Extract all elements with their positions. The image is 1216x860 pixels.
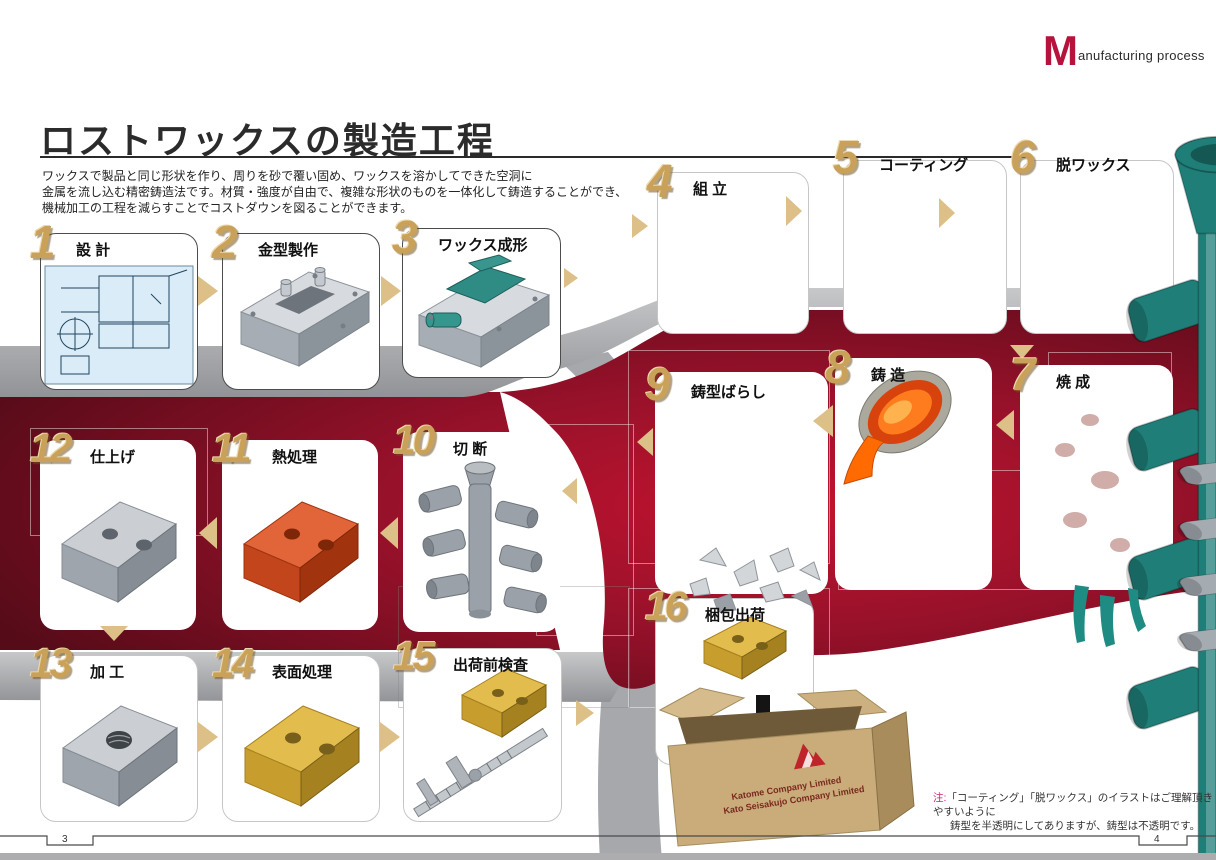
step-card-finishing xyxy=(40,440,196,630)
step-card-assembly xyxy=(657,172,809,334)
arrow-down-icon xyxy=(1010,345,1034,359)
step-number-2: 2 xyxy=(212,216,238,268)
arrow-right-icon xyxy=(380,722,400,752)
step-number-6: 6 xyxy=(1010,131,1036,183)
arrow-down-icon xyxy=(100,626,128,641)
intro-text: ワックスで製品と同じ形状を作り、周りを砂で覆い固め、ワックスを溶かしてできた空洞… xyxy=(42,168,627,216)
step-label-10: 切 断 xyxy=(453,441,488,458)
arrow-left-icon xyxy=(637,428,653,456)
arrow-right-icon xyxy=(381,276,401,306)
cut-parts-illustration xyxy=(418,461,547,619)
step-number-11: 11 xyxy=(212,425,252,471)
step-label-14: 表面処理 xyxy=(272,664,333,681)
metal-mold-illustration xyxy=(239,267,371,367)
crucible-icon xyxy=(858,370,952,454)
arrow-left-icon xyxy=(813,405,833,437)
footnote-line-2: 鋳型を半透明にしてありますが、鋳型は不透明です。 xyxy=(950,820,1201,832)
step-label-6: 脱ワックス xyxy=(1056,157,1131,174)
step-card-surface-treatment xyxy=(222,655,380,822)
step-number-9: 9 xyxy=(645,358,671,410)
step-label-3: ワックス成形 xyxy=(438,237,528,254)
packed-part-illustration xyxy=(702,616,788,739)
title-rule xyxy=(40,156,1030,158)
step-number-8: 8 xyxy=(825,341,851,393)
step-label-11: 熱処理 xyxy=(272,449,318,466)
step-card-design xyxy=(40,233,198,390)
step-number-12: 12 xyxy=(30,425,73,471)
fired-mottling xyxy=(1055,414,1130,552)
step-number-16: 16 xyxy=(645,583,688,629)
step-number-7: 7 xyxy=(1010,348,1036,400)
step-number-13: 13 xyxy=(30,640,73,686)
logo-initial: M xyxy=(1043,27,1078,74)
step-card-mold-making xyxy=(222,233,380,390)
shipping-box-icon: Katome Company Limited Kato Seisakujo Co… xyxy=(658,687,915,847)
page-title: ロストワックスの製造工程 xyxy=(40,120,495,161)
arrow-left-icon xyxy=(380,517,398,549)
step-number-1: 1 xyxy=(30,216,56,268)
step-card-cutting xyxy=(403,432,560,632)
step-card-inspection xyxy=(403,648,562,822)
blueprint-illustration xyxy=(44,265,194,385)
right-page-number: 4 xyxy=(1154,834,1160,845)
arrow-right-icon xyxy=(786,196,802,226)
step-label-15: 出荷前検査 xyxy=(453,657,529,674)
arrow-left-icon xyxy=(562,478,577,504)
intro-line-1: ワックスで製品と同じ形状を作り、周りを砂で覆い固め、ワックスを溶かしてできた空洞… xyxy=(42,169,533,183)
step-number-3: 3 xyxy=(392,211,418,263)
plated-part-illustration xyxy=(243,705,361,808)
footnote-line-1: 注:「コーティング」「脱ワックス」のイラストはご理解頂きやすいように xyxy=(933,792,1214,818)
inspection-illustration xyxy=(413,668,549,818)
arrow-right-icon xyxy=(198,722,218,752)
logo-text: anufacturing process xyxy=(1078,48,1205,63)
intro-line-3: 機械加工の工程を減らすことでコストダウンを図ることができます。 xyxy=(42,201,413,215)
arrow-right-icon xyxy=(632,214,648,238)
step-label-2: 金型製作 xyxy=(258,242,319,259)
step-label-8: 鋳 造 xyxy=(871,367,906,384)
step-number-10: 10 xyxy=(393,417,436,463)
step-number-4: 4 xyxy=(647,155,673,207)
step-label-9: 鋳型ばらし xyxy=(691,384,767,401)
mold-fragments-icon xyxy=(689,547,821,613)
step-card-heat-treatment xyxy=(222,440,378,630)
arrow-left-icon xyxy=(199,517,217,549)
arrow-left-icon xyxy=(996,410,1014,440)
step-label-12: 仕上げ xyxy=(90,449,136,466)
heat-treated-part-illustration xyxy=(242,501,360,604)
flow-arrows xyxy=(100,196,1034,752)
wax-part-illustration xyxy=(417,254,551,368)
footnote: 注:「コーティング」「脱ワックス」のイラストはご理解頂きやすいように 鋳型を半透… xyxy=(933,791,1216,833)
step-number-15: 15 xyxy=(393,633,436,679)
step-card-machining xyxy=(40,655,198,822)
arrow-right-icon xyxy=(564,268,578,288)
box-logo-icon xyxy=(794,743,826,770)
step-number-5: 5 xyxy=(833,131,859,183)
step-label-5: コーティング xyxy=(879,157,969,174)
step-label-4: 組 立 xyxy=(693,181,728,198)
manufacturing-process-logo: Manufacturing process xyxy=(1043,30,1205,72)
step-number-14: 14 xyxy=(212,640,255,686)
step-label-7: 焼 成 xyxy=(1056,374,1091,391)
molten-metal-pour-icon xyxy=(843,435,886,485)
step-card-coating xyxy=(843,160,1007,334)
intro-line-2: 金属を流し込む精密鋳造法です。材質・強度が自由で、複雑な形状のものを一体化して鋳… xyxy=(42,185,628,199)
step-card-mold-breaking xyxy=(655,372,828,594)
finished-part-illustration xyxy=(60,501,178,604)
arrow-right-icon xyxy=(198,276,218,306)
left-page-number: 3 xyxy=(62,834,68,845)
arrow-right-icon xyxy=(576,700,594,726)
step-card-wax-forming xyxy=(402,228,561,378)
melted-wax-drips-icon xyxy=(1073,585,1146,647)
step-label-16: 梱包出荷 xyxy=(705,607,766,624)
machined-part-illustration xyxy=(61,705,179,808)
step-label-13: 加 工 xyxy=(90,664,125,681)
arrow-right-icon xyxy=(939,198,955,228)
step-label-1: 設 計 xyxy=(76,242,111,259)
footnote-prefix: 注: xyxy=(933,792,947,804)
